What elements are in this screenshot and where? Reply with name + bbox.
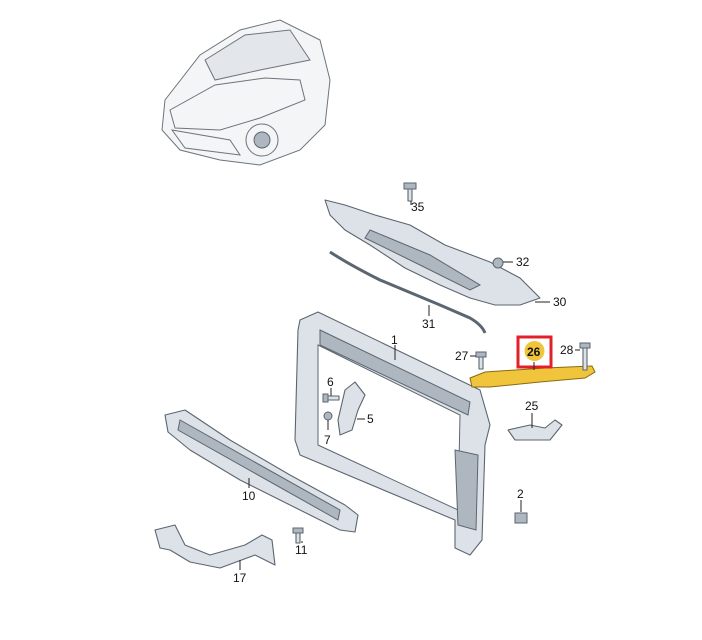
part-2-clip[interactable]: [514, 512, 528, 524]
label-1[interactable]: 1: [391, 333, 398, 347]
part-35-clip[interactable]: [403, 182, 417, 202]
part-17-bracket[interactable]: [154, 524, 276, 569]
label-25[interactable]: 25: [525, 399, 539, 413]
label-2[interactable]: 2: [517, 487, 524, 501]
label-17[interactable]: 17: [233, 571, 247, 585]
label-7[interactable]: 7: [324, 433, 331, 447]
part-labels: 35 32 30 31 1 26 27 28 6 5 7 25 10 2 11 …: [233, 200, 574, 585]
label-6[interactable]: 6: [327, 375, 334, 389]
part-11-bolt[interactable]: [292, 527, 304, 544]
label-31[interactable]: 31: [422, 317, 436, 331]
label-27[interactable]: 27: [455, 349, 469, 363]
part-6-bolt[interactable]: [322, 393, 340, 403]
part-26-label-badge: [524, 341, 545, 361]
label-26[interactable]: 26: [527, 345, 541, 359]
label-30[interactable]: 30: [553, 295, 567, 309]
label-11[interactable]: 11: [295, 543, 308, 557]
label-5[interactable]: 5: [367, 412, 374, 426]
part-7-nut[interactable]: [323, 411, 333, 421]
part-32-nut[interactable]: [492, 257, 504, 269]
label-32[interactable]: 32: [516, 255, 530, 269]
label-10[interactable]: 10: [242, 489, 256, 503]
part-5-bracket[interactable]: [337, 381, 366, 436]
part-27-bolt[interactable]: [475, 351, 487, 370]
leader-lines: [239, 201, 580, 570]
part-30-upper-cover[interactable]: [324, 199, 541, 306]
part-25-bracket[interactable]: [507, 419, 563, 441]
part-31-seal[interactable]: [329, 250, 487, 334]
label-35[interactable]: 35: [411, 200, 425, 214]
label-28[interactable]: 28: [560, 343, 574, 357]
part-26-strut-highlighted[interactable]: [469, 365, 596, 388]
part-28-bolt[interactable]: [579, 342, 591, 371]
vehicle-illustration: [161, 19, 331, 166]
